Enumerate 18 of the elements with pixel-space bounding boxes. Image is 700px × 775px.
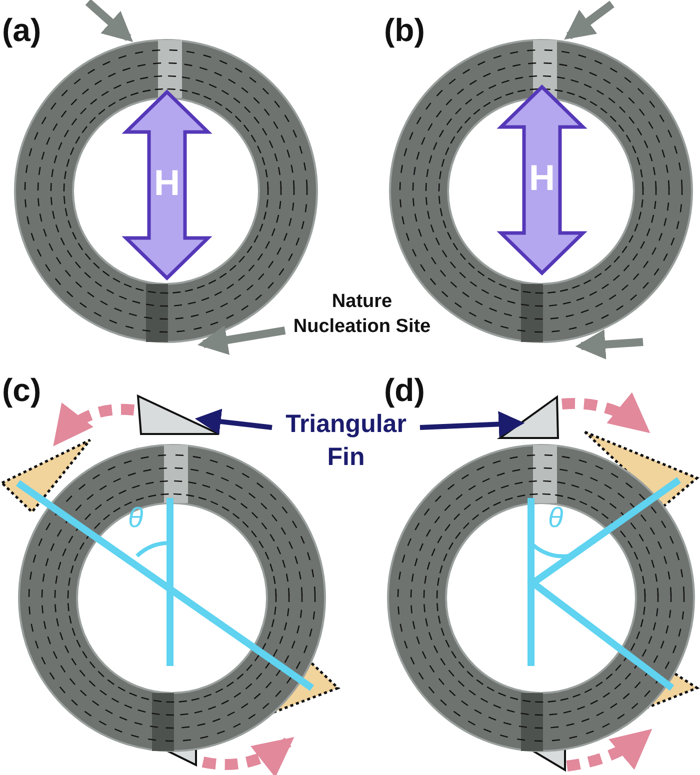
angle-label: θ bbox=[548, 502, 564, 534]
double-arrow bbox=[124, 90, 210, 280]
arrow bbox=[85, 0, 134, 42]
panel-label: (b) bbox=[384, 12, 425, 49]
arrow bbox=[575, 329, 644, 360]
annotation-label: Nature Nucleation Site bbox=[285, 290, 439, 340]
panel-label: (a) bbox=[2, 12, 42, 49]
field-label: H bbox=[154, 163, 180, 203]
arrow bbox=[420, 411, 525, 438]
panel-label: (d) bbox=[384, 372, 425, 409]
annotation-label: Triangular Fin bbox=[272, 408, 420, 473]
arrow bbox=[564, 0, 614, 40]
panel-label: (c) bbox=[2, 372, 42, 409]
angle-label: θ bbox=[128, 502, 144, 534]
field-label: H bbox=[529, 158, 555, 198]
arrow bbox=[198, 325, 286, 355]
double-arrow bbox=[499, 85, 585, 275]
arrow bbox=[194, 408, 272, 434]
